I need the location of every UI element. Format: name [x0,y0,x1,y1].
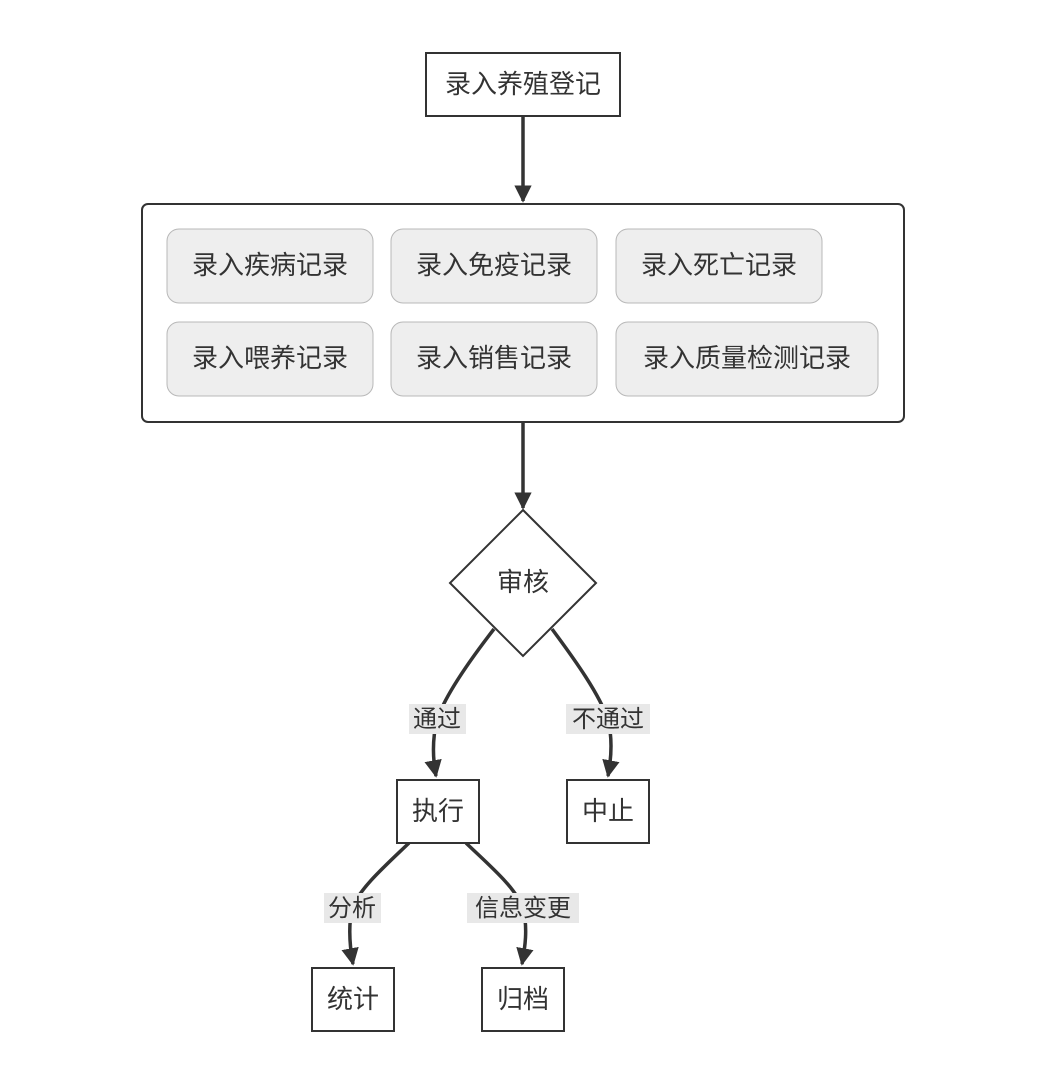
group-item-quality: 录入质量检测记录 [615,321,879,397]
edge-label-analyze-text: 分析 [328,894,376,922]
group-item-label: 录入喂养记录 [192,344,348,374]
stop-node: 中止 [566,779,650,844]
group-item-label: 录入死亡记录 [641,251,797,281]
stop-node-label: 中止 [582,797,634,827]
start-node: 录入养殖登记 [425,52,621,117]
edge-fail [550,627,620,778]
execute-node: 执行 [396,779,480,844]
group-item-sales: 录入销售记录 [390,321,598,397]
group-item-label: 录入销售记录 [416,344,572,374]
stats-node: 统计 [311,967,395,1032]
review-decision: 审核 [448,508,598,658]
review-decision-label: 审核 [497,568,549,598]
edge-label-change: 信息变更 [467,893,579,923]
execute-node-label: 执行 [412,797,464,827]
edge-label-change-text: 信息变更 [475,894,571,922]
archive-node-label: 归档 [497,985,549,1015]
stats-node-label: 统计 [327,985,379,1015]
edge-label-fail-text: 不通过 [572,705,644,733]
group-item-death: 录入死亡记录 [615,228,823,304]
edge-label-fail: 不通过 [566,704,650,734]
start-node-label: 录入养殖登记 [445,70,601,100]
group-item-label: 录入疾病记录 [192,251,348,281]
edge-pass [424,627,496,778]
group-item-disease: 录入疾病记录 [166,228,374,304]
archive-node: 归档 [481,967,565,1032]
edge-label-pass: 通过 [409,704,466,734]
edge-label-pass-text: 通过 [413,705,461,733]
record-group: 录入疾病记录 录入免疫记录 录入死亡记录 录入喂养记录 录入销售记录 录入质量检… [141,203,905,423]
edge-label-analyze: 分析 [324,893,381,923]
group-item-label: 录入质量检测记录 [643,344,851,374]
group-item-immunization: 录入免疫记录 [390,228,598,304]
group-item-label: 录入免疫记录 [416,251,572,281]
group-item-feeding: 录入喂养记录 [166,321,374,397]
